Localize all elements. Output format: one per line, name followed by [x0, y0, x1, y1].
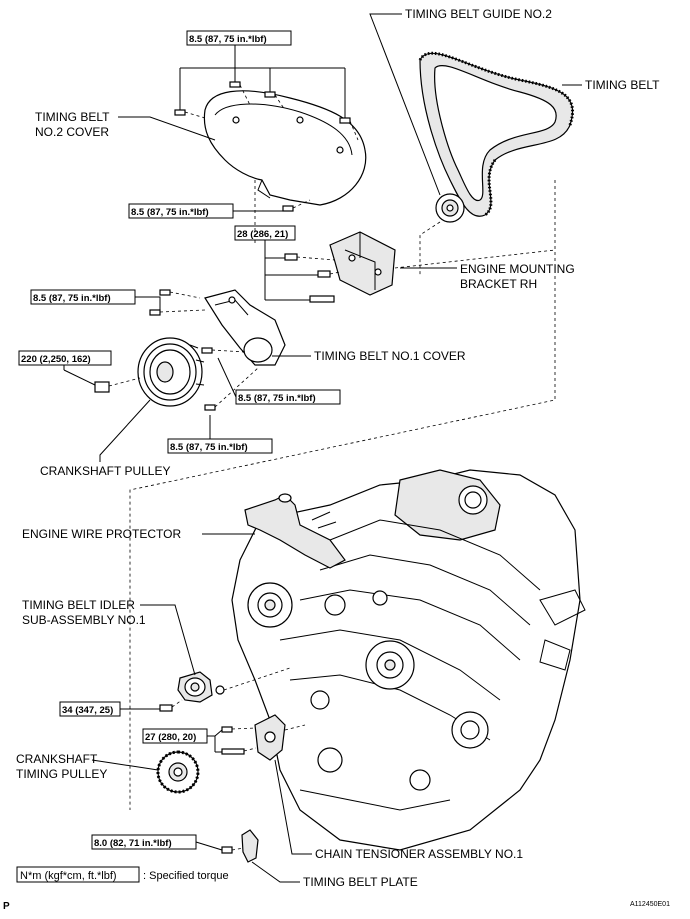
torque-box-10: 8.0 (82, 71 in.*lbf): [91, 834, 245, 854]
label-engine-mounting-bracket: ENGINE MOUNTING BRACKET RH: [400, 262, 575, 291]
label-crankshaft-pulley: CRANKSHAFT PULLEY: [40, 399, 170, 478]
torque-value-10: 8.0 (82, 71 in.*lbf): [94, 838, 172, 849]
timing-belt-idler-drawing: [177, 667, 291, 703]
label-timing-belt-no2-cover: TIMING BELT NO.2 COVER: [35, 110, 216, 141]
torque-value-8: 34 (347, 25): [62, 705, 113, 716]
crankshaft-pulley-drawing: [137, 337, 205, 407]
chain-tensioner-label: CHAIN TENSIONER ASSEMBLY NO.1: [315, 847, 523, 861]
engine-wire-protector-label: ENGINE WIRE PROTECTOR: [22, 527, 181, 541]
torque-box-6: 8.5 (87, 75 in.*lbf): [201, 347, 341, 405]
torque-value-3: 28 (286, 21): [237, 229, 288, 240]
timing-belt-no2-cover-label-line2: NO.2 COVER: [35, 125, 109, 139]
label-timing-belt-no1-cover: TIMING BELT NO.1 COVER: [272, 349, 466, 363]
label-timing-belt-guide-no2: TIMING BELT GUIDE NO.2: [369, 7, 552, 196]
pulley-bolt: [63, 369, 141, 393]
crankshaft-timing-pulley-label-line2: TIMING PULLEY: [16, 767, 107, 781]
figure-code: A112450E01: [630, 901, 670, 908]
torque-value-4: 8.5 (87, 75 in.*lbf): [33, 293, 111, 304]
torque-box-9: 27 (280, 20): [142, 726, 257, 755]
timing-belt-plate-drawing: [241, 829, 259, 863]
torque-box-8: 34 (347, 25): [59, 699, 183, 717]
label-engine-wire-protector: ENGINE WIRE PROTECTOR: [22, 527, 255, 541]
label-chain-tensioner: CHAIN TENSIONER ASSEMBLY NO.1: [274, 759, 523, 861]
torque-value-7: 8.5 (87, 75 in.*lbf): [170, 442, 248, 453]
timing-belt-no1-cover-drawing: [204, 289, 286, 366]
torque-box-3: 28 (286, 21): [234, 225, 296, 241]
torque-legend: N*m (kgf*cm, ft.*lbf) : Specified torque: [16, 866, 229, 883]
timing-belt-guide-no2-label: TIMING BELT GUIDE NO.2: [405, 7, 552, 21]
engine-wire-protector-drawing: [244, 493, 346, 569]
torque-box-7: 8.5 (87, 75 in.*lbf): [167, 367, 273, 454]
label-timing-belt-idler: TIMING BELT IDLER SUB-ASSEMBLY NO.1: [22, 598, 196, 676]
timing-belt-drawing: [418, 51, 574, 217]
torque-value-2: 8.5 (87, 75 in.*lbf): [131, 207, 209, 218]
label-timing-belt-plate: TIMING BELT PLATE: [251, 861, 418, 889]
bracket-bolts: [264, 240, 341, 303]
chain-tensioner-drawing: [254, 714, 306, 761]
label-crankshaft-timing-pulley: CRANKSHAFT TIMING PULLEY: [16, 752, 159, 781]
torque-value-9: 27 (280, 20): [145, 732, 196, 743]
timing-belt-no2-cover-drawing: [203, 90, 367, 206]
engine-mounting-bracket-drawing: [329, 231, 396, 296]
alignment-dash-lines: [129, 180, 556, 810]
timing-belt-no2-cover-label-line1: TIMING BELT: [35, 110, 110, 124]
timing-belt-plate-label: TIMING BELT PLATE: [303, 875, 418, 889]
torque-value-6: 8.5 (87, 75 in.*lbf): [238, 393, 316, 404]
legend-unit: N*m (kgf*cm, ft.*lbf): [20, 870, 117, 882]
torque-value-5: 220 (2,250, 162): [21, 354, 91, 365]
torque-box-2: 8.5 (87, 75 in.*lbf): [128, 199, 311, 219]
torque-box-5: 220 (2,250, 162): [18, 350, 112, 370]
label-timing-belt: TIMING BELT: [562, 78, 660, 92]
timing-belt-idler-label-line2: SUB-ASSEMBLY NO.1: [22, 613, 146, 627]
crankshaft-pulley-label: CRANKSHAFT PULLEY: [40, 464, 170, 478]
cover-bolts: [174, 67, 359, 141]
corner-letter: P: [3, 901, 10, 912]
legend-text: : Specified torque: [143, 870, 229, 882]
engine-assembly-drawing: [231, 469, 586, 851]
timing-belt-idler-label-line1: TIMING BELT IDLER: [22, 598, 135, 612]
engine-mounting-bracket-label-line2: BRACKET RH: [460, 277, 537, 291]
torque-box-1: 8.5 (87, 75 in.*lbf): [186, 30, 292, 68]
torque-box-4: 8.5 (87, 75 in.*lbf): [30, 289, 206, 316]
crankshaft-timing-pulley-drawing: [156, 750, 200, 794]
engine-mounting-bracket-label-line1: ENGINE MOUNTING: [460, 262, 575, 276]
timing-belt-label: TIMING BELT: [585, 78, 660, 92]
crankshaft-timing-pulley-label-line1: CRANKSHAFT: [16, 752, 98, 766]
timing-belt-no1-cover-label: TIMING BELT NO.1 COVER: [314, 349, 466, 363]
torque-value-1: 8.5 (87, 75 in.*lbf): [189, 34, 267, 45]
timing-belt-guide-drawing: [435, 193, 465, 223]
